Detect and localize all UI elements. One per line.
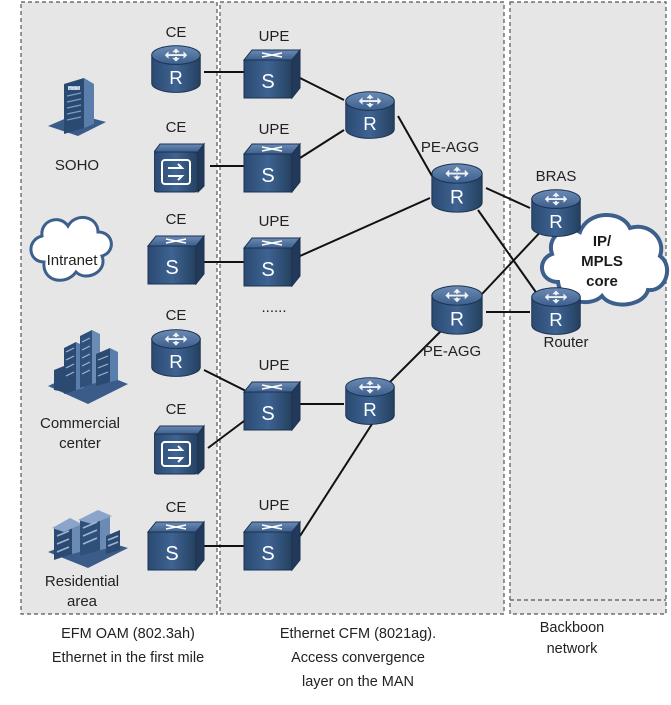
- upe-label-4: UPE: [259, 357, 290, 374]
- link-r1-peagg1: [397, 115, 433, 177]
- efm-caption-2: Ethernet in the first mile: [52, 650, 204, 666]
- commercial-label-1: Commercial: [40, 415, 120, 432]
- core-cloud: [540, 213, 670, 307]
- core-label-2: MPLS: [581, 253, 623, 270]
- upe-label-3: UPE: [259, 213, 290, 230]
- residential-label-1: Residential: [45, 573, 119, 590]
- firewall-icon: [154, 143, 205, 193]
- soho-label: SOHO: [55, 157, 99, 174]
- upe-switch-4[interactable]: [243, 381, 301, 431]
- ce-firewall-1[interactable]: [154, 143, 205, 193]
- links: [203, 71, 547, 547]
- switch-icon: [243, 521, 301, 571]
- core-label-1: IP/: [593, 233, 612, 250]
- upe-label-5: UPE: [259, 497, 290, 514]
- ce-router-1[interactable]: [151, 45, 201, 93]
- commercial-label-2: center: [59, 435, 101, 452]
- bras-router[interactable]: [531, 189, 581, 237]
- link-upe2-r1: [299, 129, 345, 159]
- link-upe1-r1: [299, 77, 345, 101]
- agg-router-1[interactable]: [345, 91, 395, 139]
- cfm-caption-3: layer on the MAN: [302, 674, 414, 690]
- upe-label-1: UPE: [259, 28, 290, 45]
- intranet-cloud: [29, 216, 113, 282]
- link-peagg1-bras: [485, 187, 531, 209]
- ce-label-3: CE: [166, 211, 187, 228]
- cfm-caption-2: Access convergence: [291, 650, 425, 666]
- switch-icon: [243, 143, 301, 193]
- upe-label-2: UPE: [259, 121, 290, 138]
- router-icon: [531, 189, 581, 237]
- pe-agg-label-2: PE-AGG: [423, 343, 481, 360]
- core-label-3: core: [586, 273, 618, 290]
- link-peagg2-r2: [387, 329, 443, 385]
- pe-agg-router-2[interactable]: [431, 285, 483, 335]
- agg-router-2[interactable]: [345, 377, 395, 425]
- cloud-icon: [540, 213, 670, 307]
- upe-switch-1[interactable]: [243, 49, 301, 99]
- link-peagg1-router: [477, 209, 541, 299]
- backbone-caption-2: network: [547, 641, 599, 657]
- upe-ellipsis: ......: [261, 299, 286, 316]
- router-label: Router: [543, 334, 588, 351]
- router-icon: [531, 287, 581, 335]
- bras-label: BRAS: [536, 168, 577, 185]
- switch-icon: [243, 381, 301, 431]
- upe-switch-2[interactable]: [243, 143, 301, 193]
- link-r2-upe5: [299, 423, 373, 537]
- ce-label-6: CE: [166, 499, 187, 516]
- residential-label-2: area: [67, 593, 98, 610]
- link-ce4-upe4: [203, 369, 249, 393]
- ce-switch-1[interactable]: [147, 235, 205, 285]
- pe-agg-label-1: PE-AGG: [421, 139, 479, 156]
- router-icon: [151, 329, 201, 377]
- ce-label-4: CE: [166, 307, 187, 324]
- switch-icon: [147, 235, 205, 285]
- router-icon: [151, 45, 201, 93]
- switch-icon: [147, 521, 205, 571]
- router-icon: [431, 285, 483, 335]
- router-icon: [431, 163, 483, 213]
- efm-caption-1: EFM OAM (802.3ah): [61, 626, 195, 642]
- router-icon: [345, 91, 395, 139]
- link-upe3-peagg1: [299, 197, 431, 257]
- ce-firewall-2[interactable]: [154, 425, 205, 475]
- intranet-label: Intranet: [47, 252, 99, 269]
- cfm-caption-1: Ethernet CFM (8021ag).: [280, 626, 436, 642]
- link-peagg2-bras: [481, 225, 547, 295]
- ce-label-2: CE: [166, 119, 187, 136]
- cloud-icon: [29, 216, 113, 282]
- upe-switch-3[interactable]: [243, 237, 301, 287]
- switch-icon: [243, 237, 301, 287]
- upe-switch-5[interactable]: [243, 521, 301, 571]
- ce-router-2[interactable]: [151, 329, 201, 377]
- ce-label-1: CE: [166, 24, 187, 41]
- link-ce5-upe4: [207, 417, 249, 449]
- router-icon: [345, 377, 395, 425]
- core-router[interactable]: [531, 287, 581, 335]
- switch-icon: [243, 49, 301, 99]
- efm-zone: [20, 1, 218, 615]
- backbone-caption-1: Backboon: [540, 620, 605, 636]
- ce-switch-2[interactable]: [147, 521, 205, 571]
- ce-label-5: CE: [166, 401, 187, 418]
- firewall-icon: [154, 425, 205, 475]
- pe-agg-router-1[interactable]: [431, 163, 483, 213]
